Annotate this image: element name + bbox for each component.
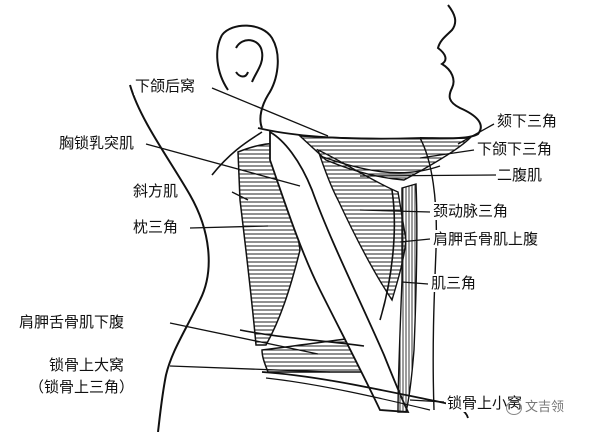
face-profile: [419, 4, 482, 140]
clavicle-lower: [265, 377, 431, 411]
label-digastric: 二腹肌: [496, 166, 544, 184]
label-omohyoid-inferior-belly: 肩胛舌骨肌下腹: [18, 313, 126, 331]
trachea-outline: [419, 137, 438, 411]
neck-back-outline: [129, 84, 210, 432]
carotid-triangle-hatch: [316, 148, 407, 302]
label-supraclavicular-fossa: 锁骨上大窝: [48, 356, 126, 374]
submandibular-triangle-hatch: [298, 135, 472, 181]
label-lesser-supraclavicular-fossa: 锁骨上小窝: [446, 394, 524, 412]
ear-outline: [216, 24, 279, 129]
watermark: 文吉领: [506, 396, 564, 415]
label-submental-triangle: 颏下三角: [496, 112, 559, 130]
label-retromandibular-fossa: 下颌后窝: [134, 77, 197, 95]
label-omohyoid-superior-belly: 肩胛舌骨肌上腹: [432, 230, 540, 248]
wechat-icon: [506, 400, 522, 415]
label-muscular-triangle: 肌三角: [430, 274, 478, 292]
digastric-line: [319, 155, 441, 174]
omohyoid-inferior-belly: [239, 329, 365, 347]
label-occipital-triangle: 枕三角: [132, 218, 180, 236]
omohyoid-superior-belly: [379, 189, 396, 321]
leader-lines: [145, 87, 497, 403]
label-supraclavicular-triangle: （锁骨上三角）: [28, 378, 136, 396]
label-submandibular-triangle: 下颌下三角: [476, 140, 554, 158]
label-sternocleidomastoid: 胸锁乳突肌: [58, 134, 136, 152]
label-scalene: 斜方肌: [132, 182, 180, 200]
trapezius-edge: [211, 131, 263, 176]
label-carotid-triangle: 颈动脉三角: [432, 202, 510, 220]
watermark-text: 文吉领: [525, 400, 565, 415]
